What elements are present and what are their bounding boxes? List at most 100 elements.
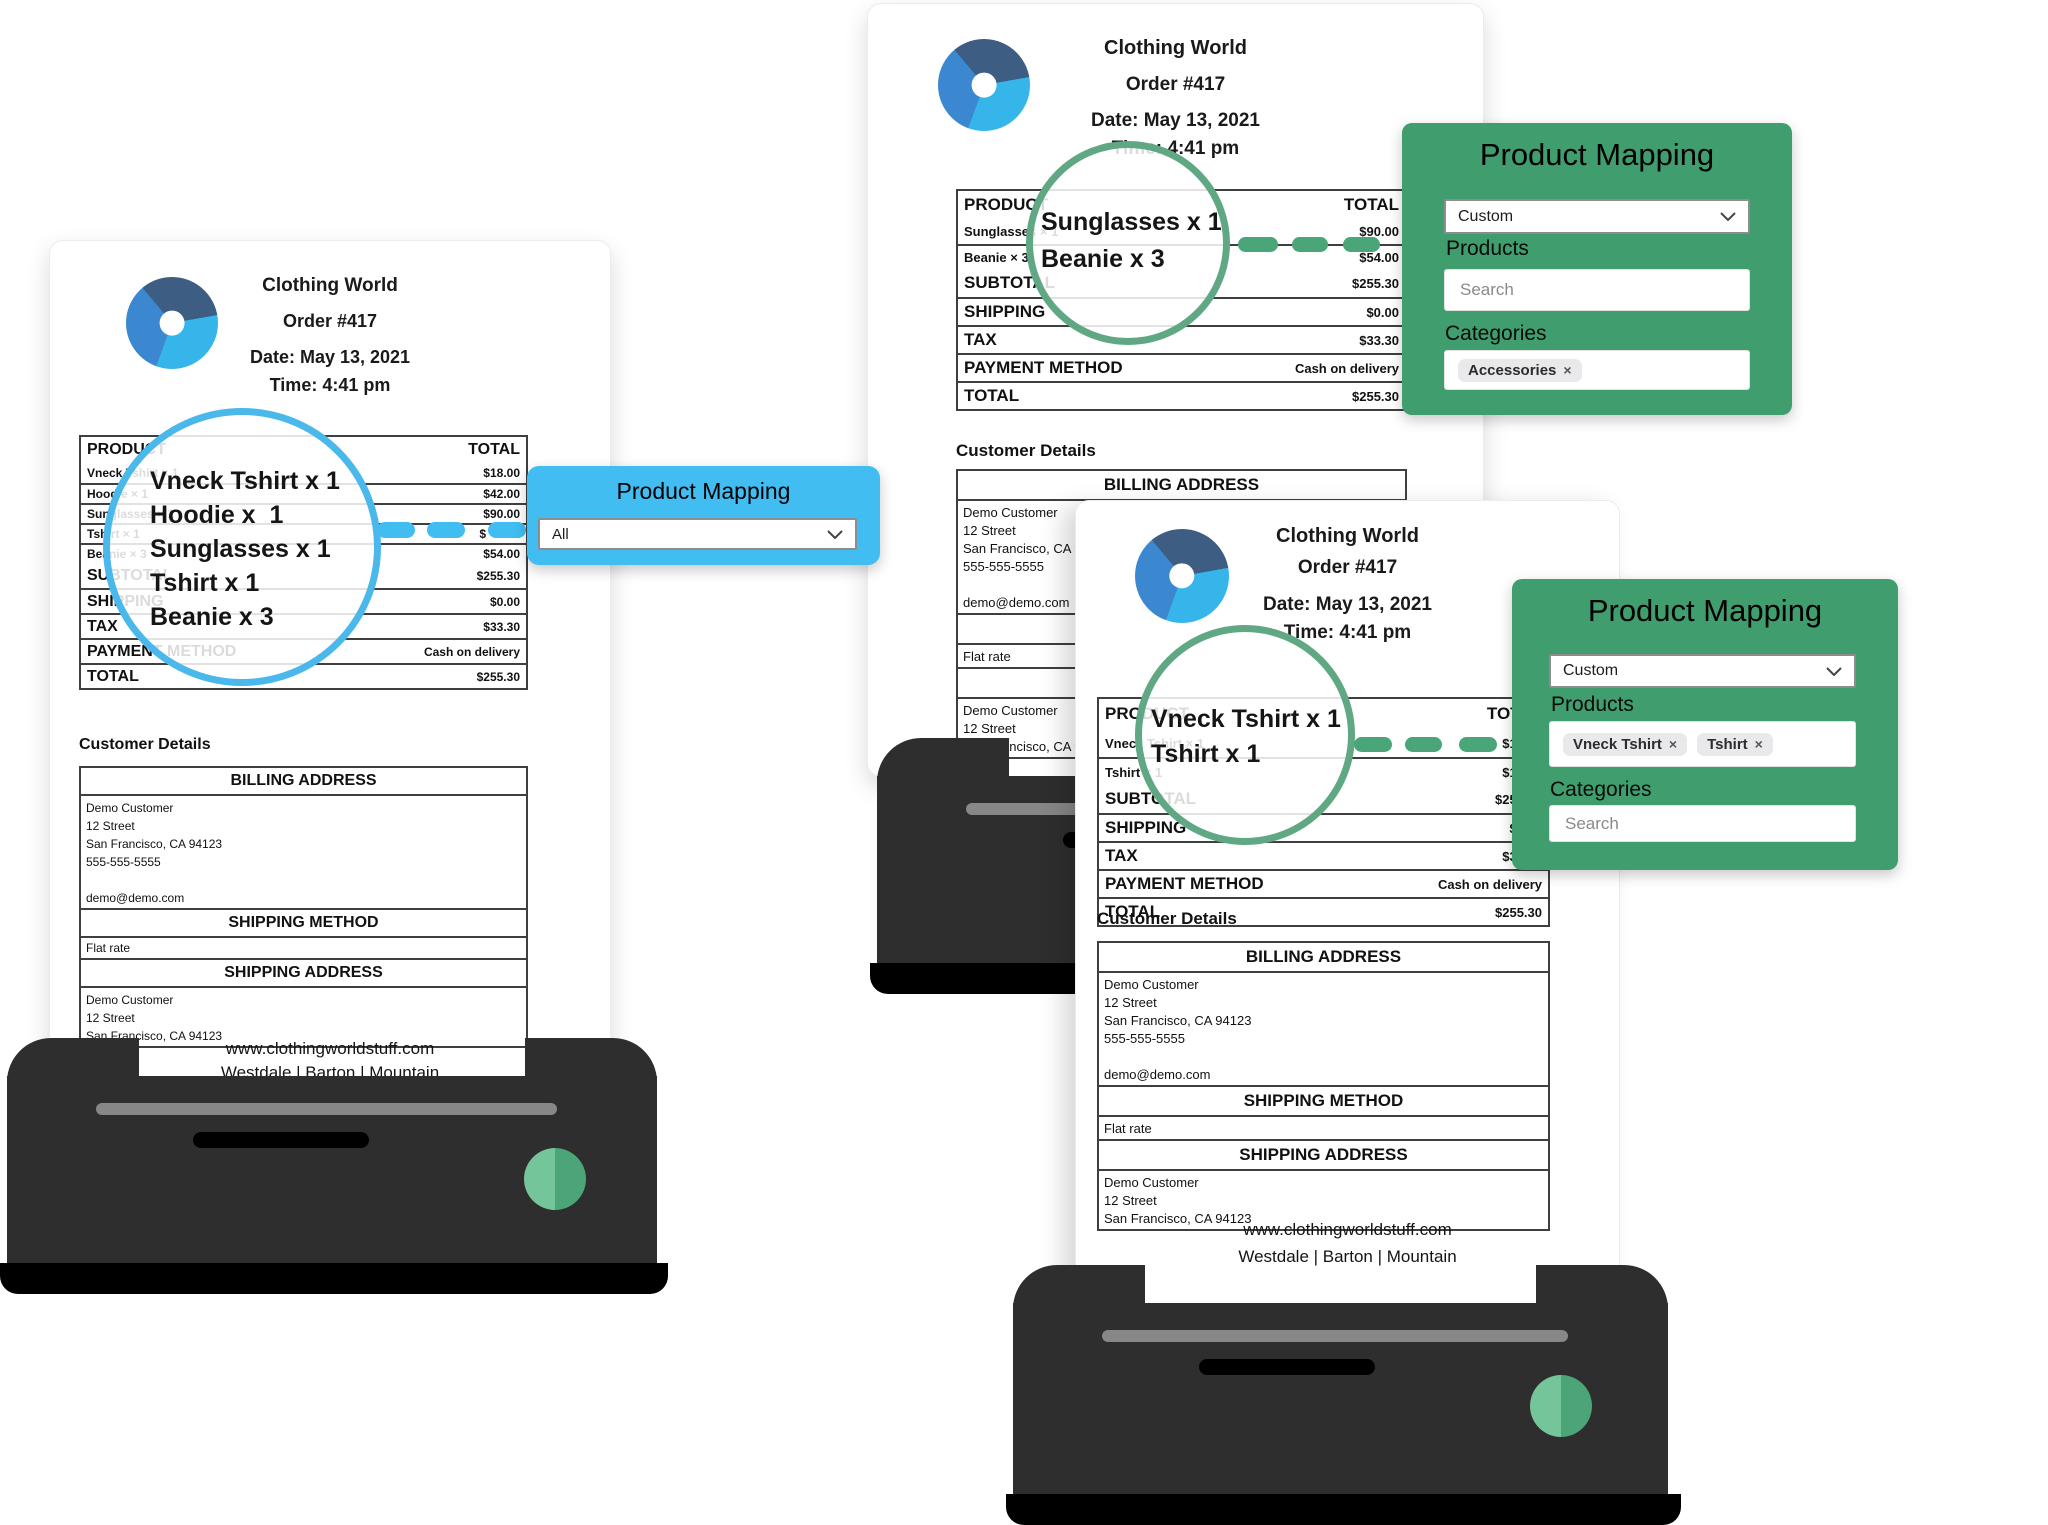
row-value: $255.30 bbox=[476, 669, 520, 684]
row-value: $0.00 bbox=[489, 594, 520, 609]
text-line: demo@demo.com bbox=[86, 891, 185, 905]
store-logo bbox=[938, 39, 1030, 131]
store-name: Clothing World bbox=[1276, 525, 1419, 547]
text-line bbox=[1104, 1048, 1543, 1066]
text-line: Demo Customer bbox=[1104, 977, 1199, 992]
text-line: Tshirt x 1 bbox=[150, 569, 260, 597]
row-value: $33.30 bbox=[483, 619, 520, 634]
column-total: TOTAL bbox=[468, 441, 520, 458]
summary-row: TOTAL$255.30 bbox=[1099, 897, 1548, 925]
store-website: www.clothingworldstuff.com bbox=[225, 1039, 435, 1058]
tag-label: Vneck Tshirt bbox=[1573, 735, 1662, 753]
product-mapping-panel-tshirts: Product Mapping Custom Products Vneck Ts… bbox=[1512, 579, 1898, 870]
tag-remove-icon[interactable]: × bbox=[1668, 736, 1678, 752]
mapping-mode-select[interactable]: Custom bbox=[1549, 654, 1856, 688]
billing-address-header: BILLING ADDRESS bbox=[1245, 947, 1402, 966]
text-line: 555-555-5555 bbox=[963, 559, 1044, 574]
redaction-dash bbox=[1292, 237, 1328, 252]
magnifier-circle-3 bbox=[1135, 625, 1355, 845]
redaction-dash bbox=[1343, 237, 1380, 252]
printer-3-power-button bbox=[1530, 1375, 1592, 1437]
row-value: $255.30 bbox=[1352, 275, 1399, 291]
text-line: 12 Street bbox=[86, 1011, 135, 1025]
row-value: $90.00 bbox=[1359, 224, 1399, 239]
row-label: TOTAL bbox=[964, 386, 1020, 405]
magnifier-circle-2 bbox=[1026, 141, 1230, 345]
mapping-mode-select[interactable]: Custom bbox=[1444, 199, 1750, 234]
row-value: $18.00 bbox=[483, 466, 520, 480]
text-line: Sunglasses x 1 bbox=[1041, 208, 1222, 236]
row-label: TOTAL bbox=[87, 667, 139, 685]
shipping-address-header: SHIPPING ADDRESS bbox=[81, 958, 526, 986]
text-line: San Francisco, CA 94123 bbox=[1104, 1211, 1252, 1226]
billing-address-header: BILLING ADDRESS bbox=[1103, 475, 1260, 494]
row-label: TOTAL bbox=[1105, 902, 1161, 921]
tag-remove-icon[interactable]: × bbox=[1563, 362, 1572, 378]
tag-pill[interactable]: Accessories × bbox=[1458, 358, 1582, 382]
printer-1-power-button bbox=[524, 1148, 586, 1210]
tag-pill[interactable]: Vneck Tshirt × bbox=[1563, 732, 1688, 756]
row-label: PAYMENT METHOD bbox=[1105, 874, 1264, 893]
selected-option: Custom bbox=[1563, 662, 1619, 679]
printer-1-base bbox=[0, 1263, 668, 1294]
redaction-dash bbox=[427, 522, 465, 538]
order-date: Date: May 13, 2021 bbox=[1263, 594, 1432, 615]
chevron-down-icon bbox=[1720, 212, 1736, 221]
text-line: 12 Street bbox=[1104, 995, 1157, 1010]
order-time: Time: 4:41 pm bbox=[1283, 622, 1412, 643]
chevron-down-icon bbox=[827, 529, 843, 539]
redaction-dash bbox=[1354, 737, 1392, 752]
selected-option: Custom bbox=[1458, 207, 1514, 225]
text-line: 12 Street bbox=[963, 721, 1016, 736]
products-search-box[interactable] bbox=[1444, 269, 1750, 311]
products-search-input[interactable] bbox=[1458, 279, 1736, 301]
redaction-dash bbox=[1405, 737, 1442, 752]
products-label: Products bbox=[1446, 237, 1529, 260]
text-line: Hoodie x 1 bbox=[150, 501, 284, 529]
row-label: TAX bbox=[87, 617, 118, 635]
text-line: Demo Customer bbox=[86, 801, 174, 815]
text-line: Beanie x 3 bbox=[1041, 245, 1165, 273]
panel-title: Product Mapping bbox=[616, 478, 791, 504]
redaction-dash bbox=[488, 522, 526, 538]
text-line: 12 Street bbox=[86, 819, 135, 833]
shipping-method-value: Flat rate bbox=[1099, 1115, 1548, 1139]
row-value: Cash on delivery bbox=[423, 644, 520, 659]
products-tag-box[interactable]: Vneck Tshirt×Tshirt× bbox=[1549, 721, 1856, 767]
printer-1-slot bbox=[96, 1103, 557, 1115]
row-value: Cash on delivery bbox=[1294, 360, 1399, 376]
shipping-address-header: SHIPPING ADDRESS bbox=[1099, 1139, 1548, 1169]
mapping-mode-select[interactable]: All bbox=[538, 518, 857, 550]
text-line: Beanie x 3 bbox=[150, 603, 274, 631]
order-number: Order #417 bbox=[1297, 557, 1398, 578]
row-value: $54.00 bbox=[483, 547, 520, 561]
categories-search-box[interactable] bbox=[1549, 805, 1856, 842]
text-line: 12 Street bbox=[963, 523, 1016, 538]
row-label: SHIPPING bbox=[1105, 818, 1187, 837]
categories-tag-box[interactable]: Accessories × bbox=[1444, 350, 1750, 390]
text-line bbox=[86, 871, 521, 889]
customer-details-title: Customer Details bbox=[1097, 909, 1237, 928]
row-value: Cash on delivery bbox=[1437, 876, 1542, 892]
column-total: TOTAL bbox=[1343, 195, 1399, 214]
tag-pill[interactable]: Tshirt× bbox=[1697, 732, 1773, 756]
text-line: Vneck Tshirt x 1 bbox=[1151, 705, 1341, 733]
store-name: Clothing World bbox=[1104, 37, 1247, 59]
categories-search-input[interactable] bbox=[1563, 812, 1842, 835]
product-mapping-panel-all: Product Mapping All bbox=[527, 466, 880, 565]
order-time: Time: 4:41 pm bbox=[269, 375, 391, 395]
text-line: Demo Customer bbox=[1104, 1175, 1199, 1190]
row-value: $ bbox=[479, 527, 486, 541]
text-line: San Francisco, CA 94123 bbox=[963, 541, 1111, 556]
printer-3-slot bbox=[1102, 1330, 1568, 1342]
tag-label: Accessories bbox=[1468, 361, 1557, 379]
text-line: Vneck Tshirt x 1 bbox=[150, 467, 340, 495]
tag-remove-icon[interactable]: × bbox=[1754, 736, 1763, 752]
